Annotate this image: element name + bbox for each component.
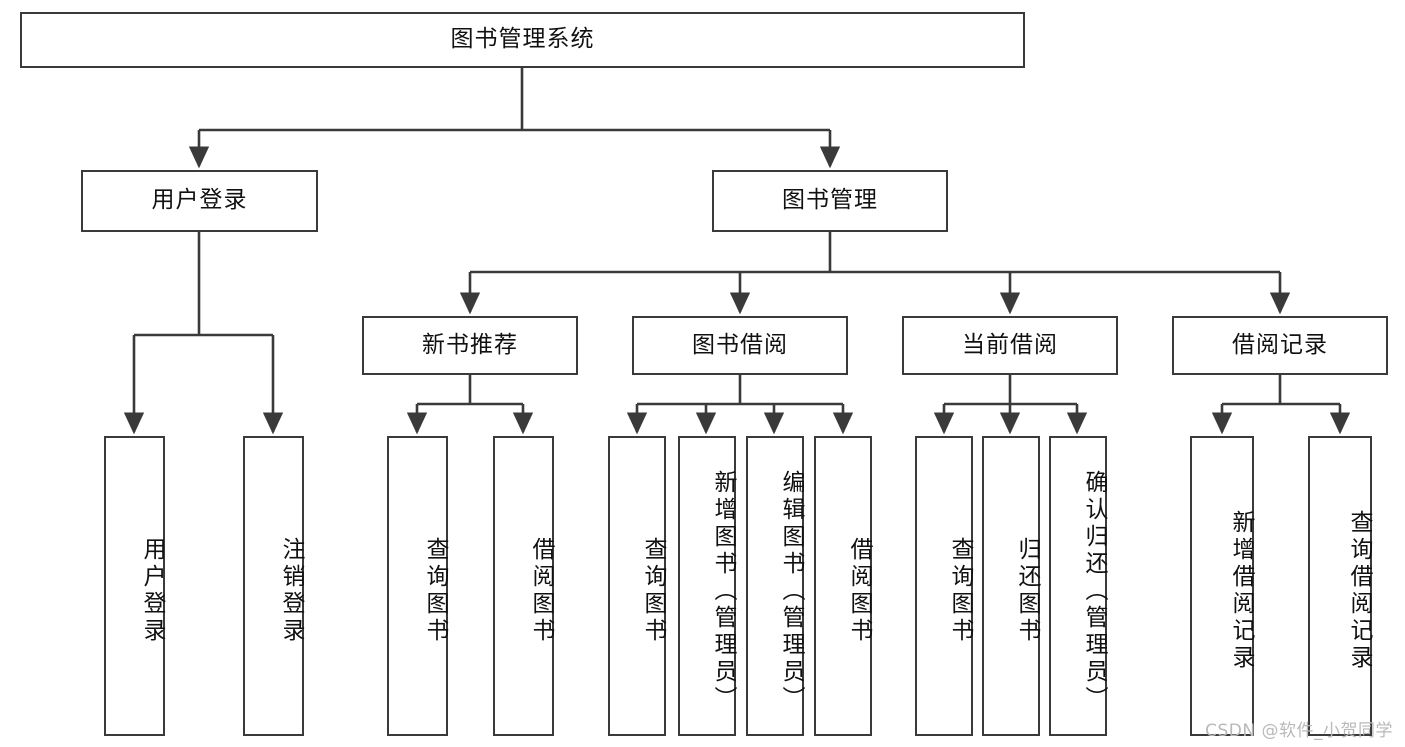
node-label: 查询借阅记录 xyxy=(1346,510,1372,672)
leaf-return-book[interactable]: 归还图书 xyxy=(982,436,1040,736)
leaf-query-book-borrow[interactable]: 查询图书 xyxy=(608,436,666,736)
node-borrow-record[interactable]: 借阅记录 xyxy=(1172,316,1388,375)
node-label: 注销登录 xyxy=(278,537,304,645)
watermark-text: CSDN @软件_小贺同学 xyxy=(1205,721,1393,741)
node-label: 图书管理 xyxy=(782,187,878,214)
leaf-borrow-book-recommend[interactable]: 借阅图书 xyxy=(493,436,554,736)
node-book-borrow[interactable]: 图书借阅 xyxy=(632,316,848,375)
node-label: 新增图书（管理员） xyxy=(710,469,736,713)
leaf-confirm-return-admin[interactable]: 确认归还（管理员） xyxy=(1049,436,1107,736)
node-label: 确认归还（管理员） xyxy=(1081,469,1107,713)
leaf-query-borrow-record[interactable]: 查询借阅记录 xyxy=(1308,436,1372,736)
leaf-user-logout[interactable]: 注销登录 xyxy=(243,436,304,736)
node-label: 借阅图书 xyxy=(846,537,872,645)
node-book-management[interactable]: 图书管理 xyxy=(712,170,948,232)
node-label: 归还图书 xyxy=(1014,537,1040,645)
leaf-add-borrow-record[interactable]: 新增借阅记录 xyxy=(1190,436,1254,736)
leaf-query-book-current[interactable]: 查询图书 xyxy=(915,436,973,736)
node-label: 新增借阅记录 xyxy=(1228,510,1254,672)
leaf-user-login[interactable]: 用户登录 xyxy=(104,436,165,736)
node-label: 借阅图书 xyxy=(528,537,554,645)
leaf-edit-book-admin[interactable]: 编辑图书（管理员） xyxy=(746,436,804,736)
node-root-book-management-system[interactable]: 图书管理系统 xyxy=(20,12,1025,68)
node-label: 查询图书 xyxy=(640,537,666,645)
node-label: 查询图书 xyxy=(422,537,448,645)
node-label: 编辑图书（管理员） xyxy=(778,469,804,713)
node-label: 新书推荐 xyxy=(422,331,518,358)
node-label: 用户登录 xyxy=(151,187,248,214)
leaf-borrow-book-borrow[interactable]: 借阅图书 xyxy=(814,436,872,736)
node-label: 查询图书 xyxy=(947,537,973,645)
node-label: 当前借阅 xyxy=(962,331,1058,358)
node-label: 借阅记录 xyxy=(1232,331,1328,358)
node-current-borrow[interactable]: 当前借阅 xyxy=(902,316,1118,375)
leaf-add-book-admin[interactable]: 新增图书（管理员） xyxy=(678,436,736,736)
node-user-login[interactable]: 用户登录 xyxy=(81,170,318,232)
node-label: 图书借阅 xyxy=(692,331,788,358)
node-new-book-recommend[interactable]: 新书推荐 xyxy=(362,316,578,375)
leaf-query-book-recommend[interactable]: 查询图书 xyxy=(387,436,448,736)
node-label: 图书管理系统 xyxy=(450,26,595,53)
node-label: 用户登录 xyxy=(139,537,165,645)
